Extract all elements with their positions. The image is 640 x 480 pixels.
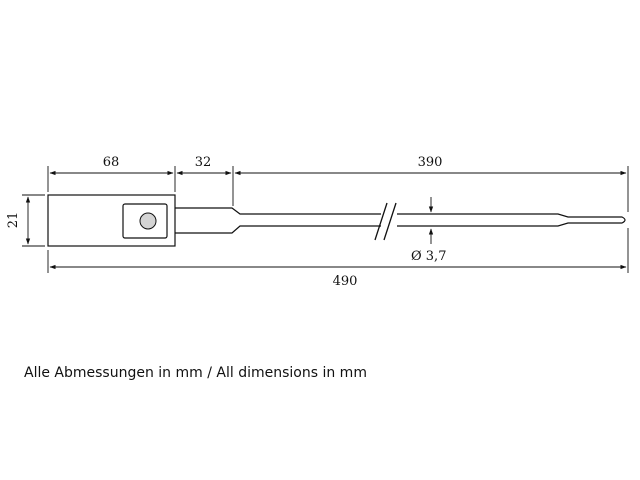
label-neck-length: 32: [195, 155, 212, 170]
seal-outline: [47, 194, 626, 247]
extension-lines: [22, 166, 629, 273]
break-line-1: [374, 202, 388, 241]
label-height: 21: [6, 212, 21, 229]
seal-strap: [175, 207, 626, 234]
seal-head: [47, 194, 176, 247]
lock-window: [122, 203, 168, 239]
dimension-lines: [25, 170, 627, 270]
label-strap-diameter: Ø 3,7: [411, 249, 446, 264]
label-strap-length: 390: [418, 155, 443, 170]
units-caption: Alle Abmessungen in mm / All dimensions …: [24, 365, 367, 381]
label-total-length: 490: [333, 274, 358, 289]
break-line-2: [383, 202, 397, 241]
break-gap: [381, 205, 397, 237]
lock-insert: [139, 212, 157, 230]
label-head-length: 68: [103, 155, 120, 170]
